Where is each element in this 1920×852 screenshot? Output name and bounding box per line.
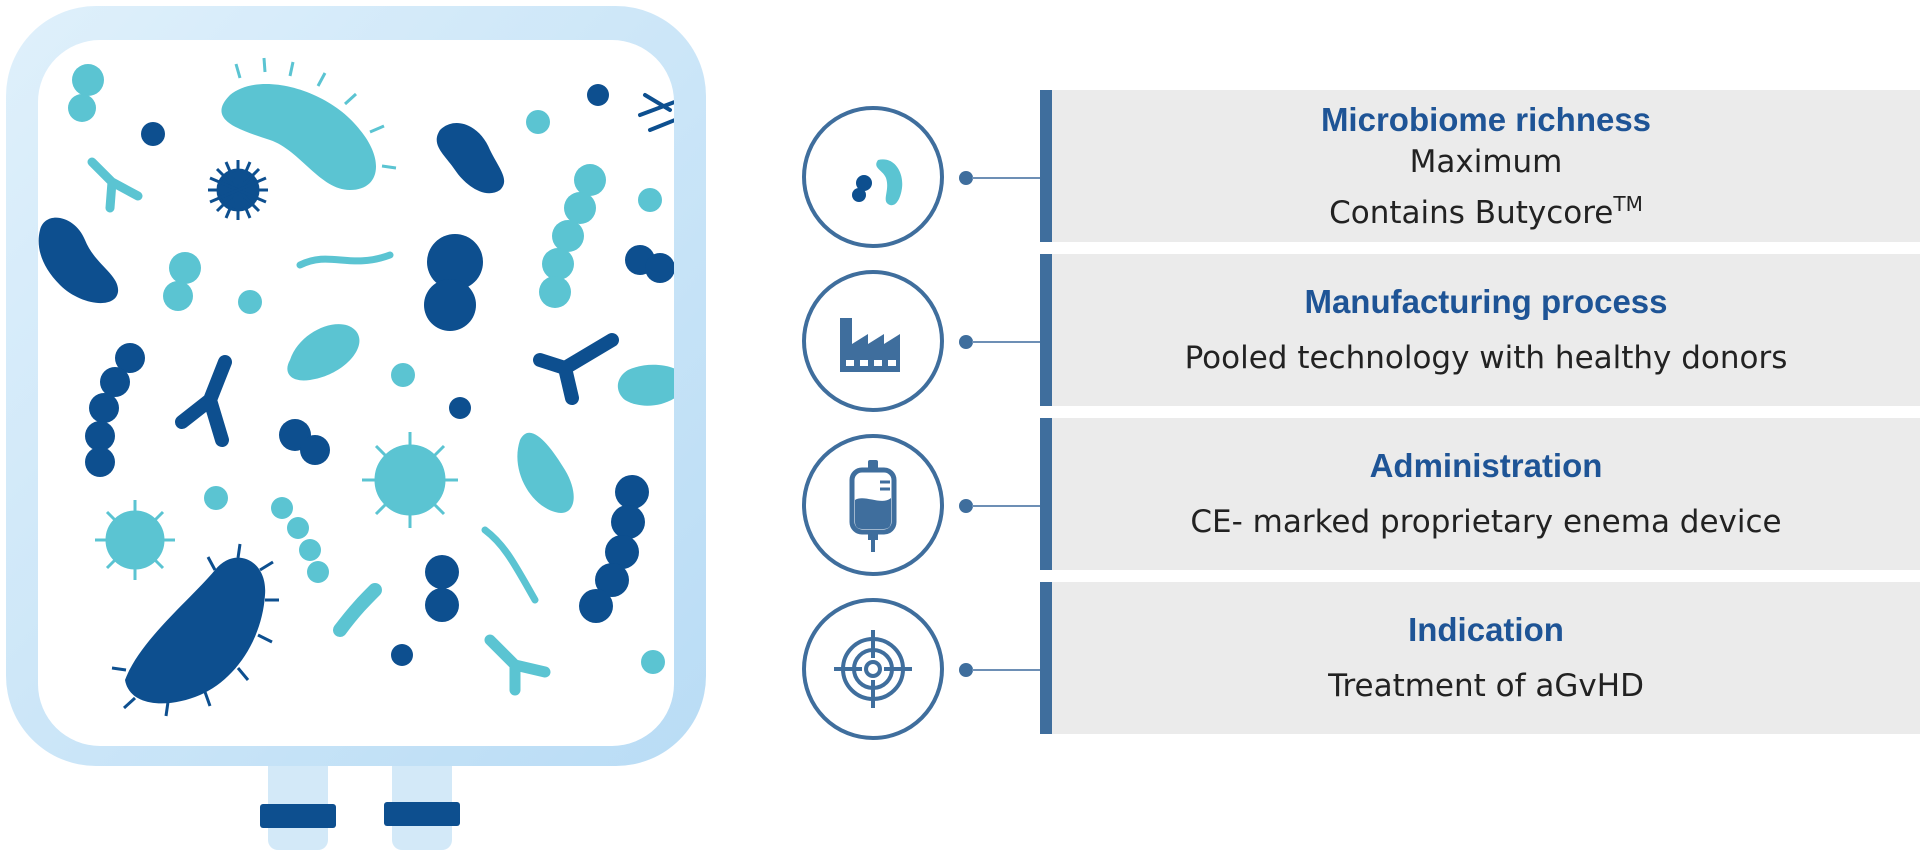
feature-row-indication: Indication Treatment of aGvHD bbox=[0, 582, 1920, 740]
connector-dot bbox=[959, 663, 973, 677]
accent-bar bbox=[1040, 254, 1052, 406]
accent-bar bbox=[1040, 418, 1052, 570]
connector-line bbox=[972, 505, 1040, 507]
feature-text: Treatment of aGvHD bbox=[1328, 668, 1644, 704]
factory-icon bbox=[802, 270, 944, 412]
connector-line bbox=[972, 669, 1040, 671]
connector-dot bbox=[959, 335, 973, 349]
feature-row-administration: Administration CE- marked proprietary en… bbox=[0, 418, 1920, 576]
feature-title: Administration bbox=[1369, 447, 1603, 484]
feature-text-2: Contains ButycoreTM bbox=[1329, 191, 1643, 231]
feature-title: Microbiome richness bbox=[1320, 100, 1652, 138]
trademark-sup: TM bbox=[1613, 191, 1643, 216]
info-box: Administration CE- marked proprietary en… bbox=[1052, 418, 1920, 570]
feature-text: CE- marked proprietary enema device bbox=[1190, 504, 1782, 540]
connector-dot bbox=[959, 171, 973, 185]
target-icon bbox=[802, 598, 944, 740]
tube-clamps bbox=[260, 802, 460, 828]
info-box: Microbiome richness Maximum Contains But… bbox=[1052, 90, 1920, 242]
feature-text: Maximum bbox=[1409, 143, 1563, 180]
feature-row-manufacturing-process: Manufacturing process Pooled technology … bbox=[0, 254, 1920, 412]
connector-line bbox=[972, 177, 1040, 179]
accent-bar bbox=[1040, 582, 1052, 734]
microbiome-bag-illustration bbox=[6, 6, 706, 850]
iv-bag-icon bbox=[802, 434, 944, 576]
connector-line bbox=[972, 341, 1040, 343]
connector-dot bbox=[959, 499, 973, 513]
feature-title: Manufacturing process bbox=[1304, 283, 1668, 320]
accent-bar bbox=[1040, 90, 1052, 242]
feature-row-microbiome-richness: Microbiome richness Maximum Contains But… bbox=[0, 90, 1920, 248]
bacteria-icon bbox=[802, 106, 944, 248]
feature-title: Indication bbox=[1408, 611, 1564, 648]
feature-text: Pooled technology with healthy donors bbox=[1184, 340, 1788, 376]
bacteria-pattern bbox=[38, 57, 674, 717]
info-box: Manufacturing process Pooled technology … bbox=[1052, 254, 1920, 406]
info-box: Indication Treatment of aGvHD bbox=[1052, 582, 1920, 734]
